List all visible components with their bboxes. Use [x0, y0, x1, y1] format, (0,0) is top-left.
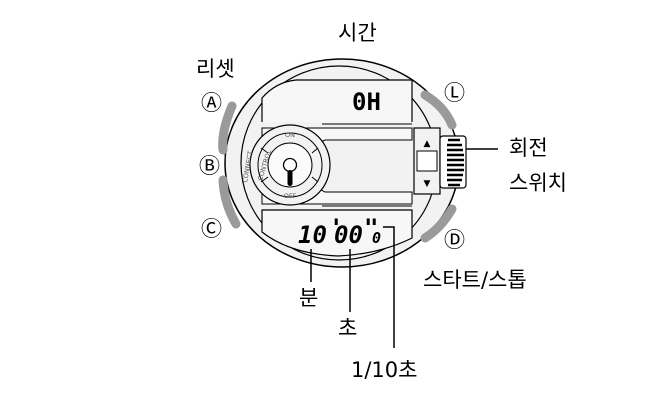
reset-label: 리셋 [196, 57, 235, 81]
button-l: Ⓛ [444, 81, 465, 105]
switch-down-arrow: ▼ [424, 179, 431, 189]
time-label: 시간 [338, 21, 377, 45]
rotary-switch-label-line1: 회전 [509, 136, 548, 160]
tenth-seconds-label: 1/10초 [351, 358, 417, 382]
svg-text:": " [364, 214, 378, 242]
seconds-digits: 00 [334, 221, 363, 249]
button-b: Ⓑ [199, 154, 220, 178]
start-stop-label: 스타트/스톱 [423, 268, 527, 292]
display-bottom-value: 10 ' 00 " 0 [298, 214, 381, 249]
off-label: OFF [284, 192, 297, 200]
minutes-digits: 10 [298, 221, 327, 249]
seconds-label: 초 [338, 316, 357, 340]
control-dial: ON OFF CONNECT CONTROL [241, 124, 331, 206]
rotary-switch-label-line2: 스위치 [509, 171, 567, 195]
display-top-value: 0H [352, 88, 381, 116]
svg-text:': ' [329, 214, 343, 242]
on-label: ON [285, 131, 295, 139]
side-pushers [218, 90, 457, 243]
button-c: Ⓒ [201, 217, 222, 241]
rotary-switch: ▲ ▼ [413, 127, 498, 195]
minutes-label: 분 [299, 286, 318, 310]
button-d: Ⓓ [444, 228, 465, 252]
tenths-digit: 0 [372, 229, 381, 247]
button-a: Ⓐ [201, 91, 222, 115]
pointer-lines [310, 226, 395, 348]
switch-up-arrow: ▲ [424, 139, 431, 149]
